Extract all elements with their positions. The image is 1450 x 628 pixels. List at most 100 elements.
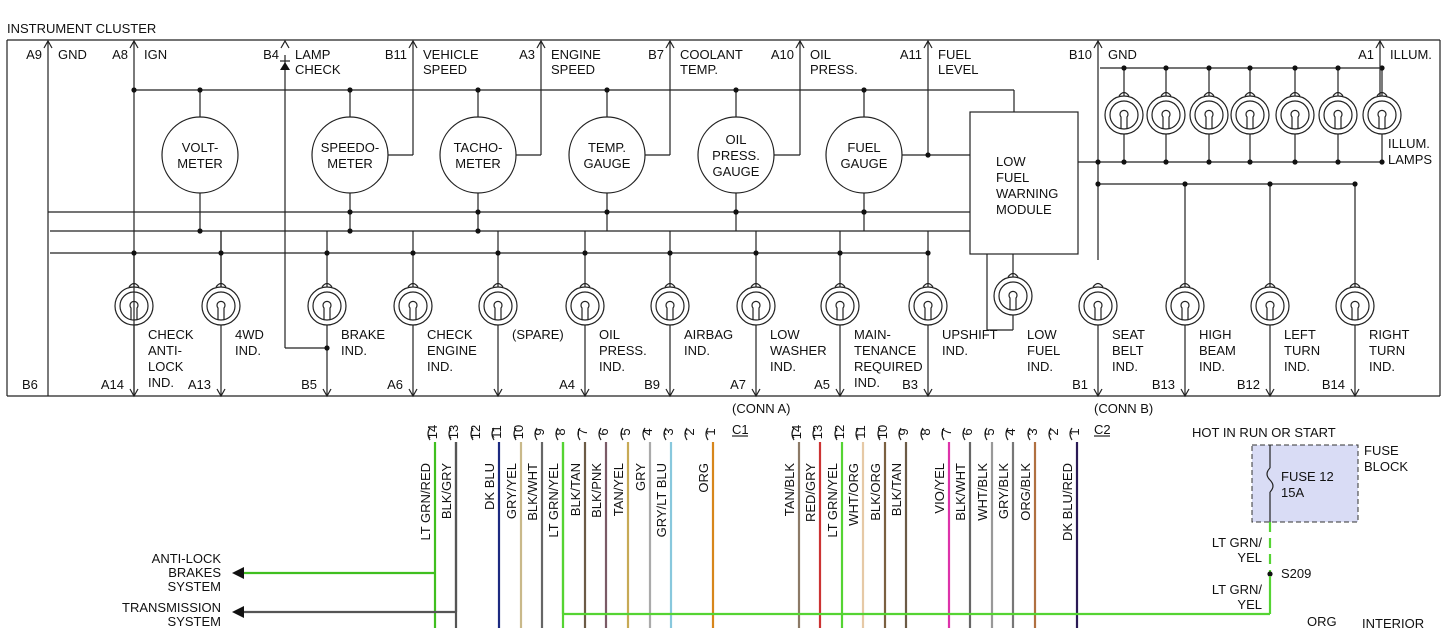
connector-pin-icon xyxy=(684,427,688,441)
arrow-down-icon xyxy=(1350,388,1360,398)
connector-pin-number: 4 xyxy=(640,428,655,435)
indicator-label: IND. xyxy=(1369,359,1395,374)
indicator-pin-label: A6 xyxy=(387,377,403,392)
connector-label: (CONN A) xyxy=(732,401,791,416)
pin-function-a1: ILLUM. xyxy=(1390,47,1432,62)
connector-pin-number: 8 xyxy=(553,428,568,435)
arrow-down-icon xyxy=(1265,388,1275,398)
junction-dot xyxy=(1267,181,1273,187)
connector-pin-number: 13 xyxy=(446,425,461,439)
destination-label: SYSTEM xyxy=(168,579,221,594)
connector-pin-icon xyxy=(663,427,667,441)
pin-label-b7: B7 xyxy=(648,47,664,62)
connector-pin-icon xyxy=(941,427,945,441)
fuse-icon xyxy=(1266,467,1274,493)
indicator-label: BRAKE xyxy=(341,327,385,342)
connector-pin-icon xyxy=(448,427,452,441)
indicator-label: OIL xyxy=(599,327,620,342)
junction-dot xyxy=(1335,159,1341,165)
indicator-label: BELT xyxy=(1112,343,1144,358)
indicator-lamp-icon xyxy=(1335,282,1375,326)
indicator-label: 4WD xyxy=(235,327,264,342)
connector-pin-number: 10 xyxy=(511,425,526,439)
connector-pin-icon xyxy=(1005,427,1009,441)
wire-color-label: ORG xyxy=(696,463,711,493)
indicator-label: HIGH xyxy=(1199,327,1232,342)
pin-label-b4: B4 xyxy=(263,47,279,62)
arrow-left-icon xyxy=(232,567,244,579)
indicator-pin-label: B1 xyxy=(1072,377,1088,392)
pin-function-a8: IGN xyxy=(144,47,167,62)
indicator-label: IND. xyxy=(854,375,880,390)
connector-pin-icon xyxy=(812,427,816,441)
junction-dot xyxy=(324,250,330,256)
gauge-label: OIL xyxy=(726,132,747,147)
junction-dot xyxy=(1121,159,1127,165)
indicator-label: IND. xyxy=(599,359,625,374)
indicator-label: IND. xyxy=(1284,359,1310,374)
wire-color-label: BLK/WHT xyxy=(953,463,968,521)
junction-dot xyxy=(925,152,931,158)
junction-dot xyxy=(861,87,867,93)
indicator-pin-label: B3 xyxy=(902,377,918,392)
pin-function-a10: OIL xyxy=(810,47,831,62)
gauge-circle xyxy=(161,116,239,194)
wire-color-label: VIO/YEL xyxy=(932,463,947,514)
wire-color-label: BLK/ORG xyxy=(868,463,883,521)
indicator-lamp-icon xyxy=(478,282,518,326)
junction-dot xyxy=(733,87,739,93)
indicator-label: IND. xyxy=(427,359,453,374)
indicator-lamp-icon xyxy=(993,272,1033,316)
indicator-lamp-icon xyxy=(1250,282,1290,326)
connector-pin-icon xyxy=(642,427,646,441)
connector-pin-number: 3 xyxy=(1025,428,1040,435)
connector-pin-icon xyxy=(577,427,581,441)
arrow-down-icon xyxy=(493,388,503,398)
indicator-label: REQUIRED xyxy=(854,359,923,374)
arrow-down-icon xyxy=(835,388,845,398)
destination-label: TRANSMISSION xyxy=(122,600,221,615)
orientation-label: INTERIOR xyxy=(1362,616,1424,628)
diode-icon xyxy=(280,62,290,70)
junction-dot xyxy=(604,209,610,215)
junction-dot xyxy=(1379,159,1385,165)
indicator-lamp-icon xyxy=(393,282,433,326)
illum-lamp-icon xyxy=(1189,91,1229,135)
fuse-block-label: FUSE xyxy=(1364,443,1399,458)
junction-dot xyxy=(837,250,843,256)
junction-dot xyxy=(131,87,137,93)
connector-pin-icon xyxy=(984,427,988,441)
pin-function-a11: FUEL xyxy=(938,47,971,62)
illum-lamps-label: LAMPS xyxy=(1388,152,1432,167)
indicator-label: ENGINE xyxy=(427,343,477,358)
connector-pin-number: 8 xyxy=(918,428,933,435)
fuse-label: FUSE 12 xyxy=(1281,469,1334,484)
pin-label-b10: B10 xyxy=(1069,47,1092,62)
gauge-circle xyxy=(439,116,517,194)
gauge-circle xyxy=(311,116,389,194)
arrow-down-icon xyxy=(216,388,226,398)
indicator-pin-label: A7 xyxy=(730,377,746,392)
connector-pin-number: 2 xyxy=(1046,428,1061,435)
connector-pin-icon xyxy=(920,427,924,441)
connector-pin-number: 14 xyxy=(425,425,440,439)
arrow-down-icon xyxy=(751,388,761,398)
splice-label: S209 xyxy=(1281,566,1311,581)
wire-color-label: LT GRN/YEL xyxy=(825,463,840,538)
gauge-circle xyxy=(825,116,903,194)
connector-pin-number: 14 xyxy=(789,425,804,439)
diagram-title: INSTRUMENT CLUSTER xyxy=(7,21,156,36)
pin-function-b7: COOLANT xyxy=(680,47,743,62)
connector-pin-number: 5 xyxy=(618,428,633,435)
indicator-lamp-icon xyxy=(650,282,690,326)
wire-color-label: ORG/BLK xyxy=(1018,463,1033,521)
connector-pin-icon xyxy=(555,427,559,441)
pin-function-a10: PRESS. xyxy=(810,62,858,77)
indicator-label: IND. xyxy=(148,375,174,390)
indicator-label: BEAM xyxy=(1199,343,1236,358)
arrow-down-icon xyxy=(923,388,933,398)
illum-lamp-icon xyxy=(1146,91,1186,135)
indicator-label: IND. xyxy=(1027,359,1053,374)
